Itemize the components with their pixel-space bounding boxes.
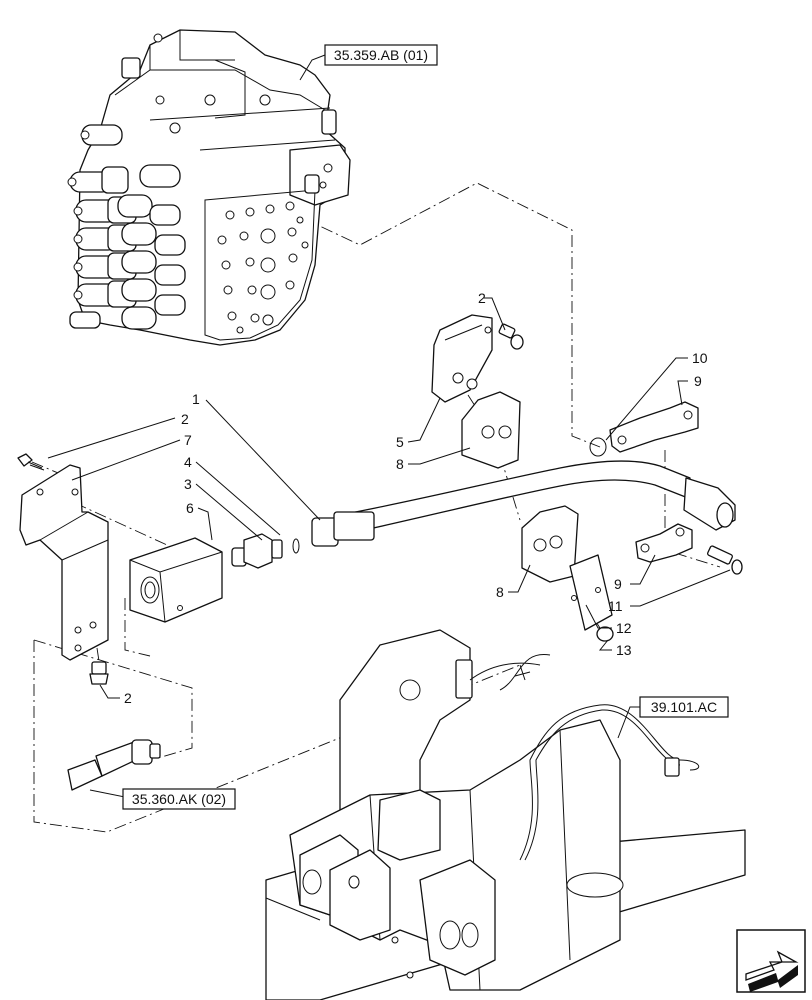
- callout-9-top: 9: [694, 373, 702, 389]
- bolt-clamp: [498, 323, 524, 350]
- callout-8-top: 8: [396, 456, 404, 472]
- ref-box-harness[interactable]: 39.101.AC: [639, 696, 729, 718]
- o-ring-10: [589, 437, 607, 457]
- solenoid-cartridges: [67, 124, 186, 330]
- callout-2-bottom: 2: [124, 690, 132, 706]
- sensor-housing-block: [129, 537, 223, 623]
- callout-9-bottom: 9: [614, 576, 622, 592]
- bolt-left-top: [17, 453, 45, 471]
- clamp-block-top: [461, 391, 521, 469]
- chassis-frame: [265, 629, 746, 1000]
- svg-text:35.360.AK (02): 35.360.AK (02): [132, 791, 226, 807]
- control-valve-block: [67, 29, 351, 346]
- pressure-switch: [231, 533, 283, 569]
- cover-plate: [569, 554, 613, 631]
- hex-nut: [596, 626, 614, 642]
- callout-6: 6: [186, 500, 194, 516]
- bolt-left-bottom: [89, 661, 109, 685]
- flange-half-bottom: [635, 523, 693, 563]
- callout-4: 4: [184, 454, 192, 470]
- valve-face-holes: [217, 201, 309, 334]
- mounting-bracket: [19, 464, 109, 661]
- callout-5: 5: [396, 434, 404, 450]
- callout-10: 10: [692, 350, 708, 366]
- callout-11: 11: [608, 598, 623, 614]
- callout-3: 3: [184, 476, 192, 492]
- o-ring-small: [292, 538, 300, 554]
- callout-13: 13: [616, 642, 632, 658]
- callout-2-left: 2: [181, 411, 189, 427]
- cap-screw: [707, 545, 743, 575]
- svg-text:39.101.AC: 39.101.AC: [651, 699, 717, 715]
- clamp-block-bottom: [521, 505, 579, 583]
- ref-box-left-sensor[interactable]: 35.360.AK (02): [122, 788, 236, 810]
- callout-7: 7: [184, 432, 192, 448]
- leader-lines: [47, 54, 731, 799]
- callout-8-bottom: 8: [496, 584, 504, 600]
- callout-2-top: 2: [478, 290, 486, 306]
- svg-text:35.359.AB (01): 35.359.AB (01): [334, 47, 428, 63]
- callout-1: 1: [192, 391, 200, 407]
- callout-12: 12: [616, 620, 632, 636]
- ref-box-top-valve[interactable]: 35.359.AB (01): [324, 44, 438, 66]
- hydraulic-hose: [311, 460, 736, 547]
- speed-sensor: [67, 739, 161, 791]
- clamp-bracket: [431, 314, 493, 403]
- callout-labels: 1 2 2 2 3 4 5 6 7 8 8 9 9 10 11 12 13: [124, 290, 708, 706]
- next-page-arrow-icon[interactable]: [736, 929, 806, 993]
- flange-half-top: [609, 401, 699, 453]
